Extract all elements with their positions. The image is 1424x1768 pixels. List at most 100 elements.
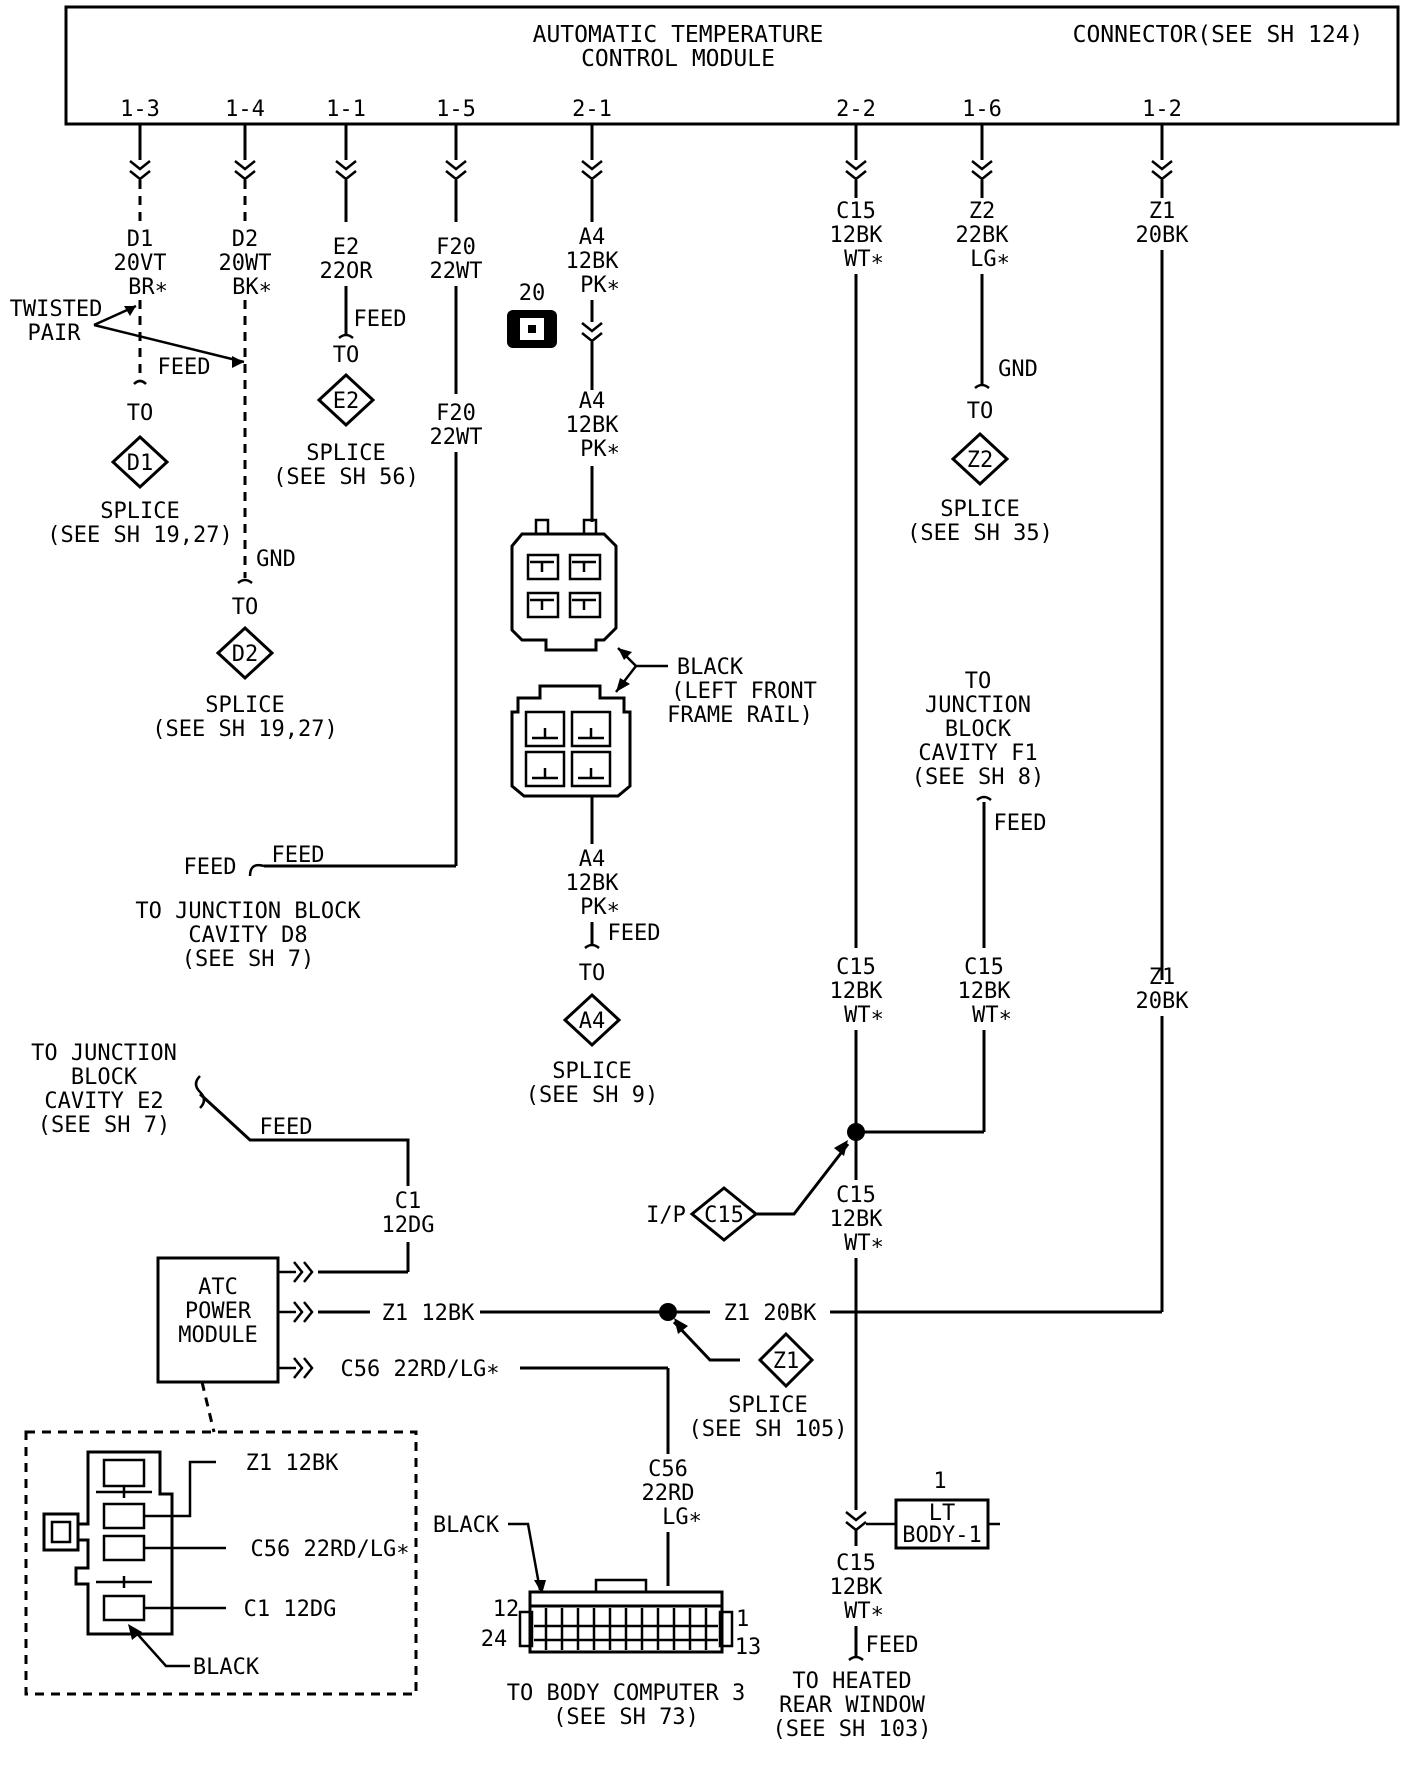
body-comp-2: (SEE SH 73) bbox=[553, 1705, 699, 1730]
c56-wire-1: C56 bbox=[648, 1457, 688, 1482]
body-computer-connector-icon bbox=[518, 1578, 734, 1654]
c15-wire-12: WT∗ bbox=[844, 1599, 884, 1624]
pin-1-4: 1-4 bbox=[225, 97, 265, 122]
a4-wire-6: PK∗ bbox=[580, 437, 620, 462]
e2-to: TO bbox=[333, 343, 360, 368]
pin-2-2: 2-2 bbox=[836, 97, 876, 122]
d2-gnd: GND bbox=[256, 547, 296, 572]
twisted-label: TWISTED bbox=[10, 297, 103, 322]
c1-wire-2: 12DG bbox=[382, 1213, 435, 1238]
c56-wire-3: LG∗ bbox=[662, 1505, 702, 1530]
c15-wire-11: 12BK bbox=[830, 1575, 884, 1600]
splice-d1-icon: D1 bbox=[110, 434, 170, 490]
body-black-label: BLACK bbox=[433, 1513, 500, 1538]
svg-text:Z1: Z1 bbox=[773, 1349, 800, 1374]
jb-f1-4: CAVITY F1 bbox=[918, 741, 1037, 766]
black-label-1: BLACK bbox=[677, 655, 744, 680]
splice-d2-icon: D2 bbox=[215, 625, 275, 681]
a4-feed: FEED bbox=[608, 921, 661, 946]
e2-splice-ref: (SEE SH 56) bbox=[273, 465, 419, 490]
pin-1-2: 1-2 bbox=[1142, 97, 1182, 122]
a4-wire-5: 12BK bbox=[566, 413, 620, 438]
d1-splice-ref: (SEE SH 19,27) bbox=[47, 523, 232, 548]
pair-label: PAIR bbox=[28, 321, 82, 346]
d2-splice-ref: (SEE SH 19,27) bbox=[152, 717, 337, 742]
z2-splice-label: SPLICE bbox=[940, 497, 1019, 522]
module-title-1: AUTOMATIC TEMPERATURE bbox=[533, 22, 824, 48]
lt-body-connector bbox=[894, 1498, 1000, 1550]
a4-wire-8: 12BK bbox=[566, 871, 620, 896]
heated-2: REAR WINDOW bbox=[779, 1693, 925, 1718]
c15b-wire-3: WT∗ bbox=[972, 1003, 1012, 1028]
lt-body-1: LT bbox=[929, 1501, 956, 1526]
d2-wire-3: BK∗ bbox=[232, 275, 272, 300]
a4-wire-7: A4 bbox=[579, 847, 606, 872]
c15-wire-7: C15 bbox=[836, 1183, 876, 1208]
svg-text:D2: D2 bbox=[232, 642, 259, 667]
atc-label-3: MODULE bbox=[178, 1323, 257, 1348]
lower-connector-icon bbox=[510, 684, 632, 798]
left-front-1: (LEFT FRONT bbox=[671, 679, 817, 704]
svg-text:E2: E2 bbox=[333, 389, 360, 414]
pin-1-1: 1-1 bbox=[326, 97, 366, 122]
e2-splice-label: SPLICE bbox=[306, 441, 385, 466]
c1-wire-1: C1 bbox=[395, 1189, 422, 1214]
a4-to: TO bbox=[579, 961, 606, 986]
f20-feed-2: FEED bbox=[184, 855, 237, 880]
connector-ref: CONNECTOR(SEE SH 124) bbox=[1073, 22, 1364, 48]
f20-wire-3: F20 bbox=[436, 401, 476, 426]
lt-body-number: 1 bbox=[933, 1469, 946, 1494]
c15-wire-5: 12BK bbox=[830, 979, 884, 1004]
splice-c15-icon: C15 bbox=[689, 1186, 759, 1242]
a4-splice-ref: (SEE SH 9) bbox=[526, 1083, 658, 1108]
e2-wire-2: 22OR bbox=[320, 259, 374, 284]
c15-wire-4: C15 bbox=[836, 955, 876, 980]
jb-d8-3: (SEE SH 7) bbox=[182, 947, 314, 972]
pin-12-label: 12 bbox=[493, 1597, 520, 1622]
svg-text:D1: D1 bbox=[127, 451, 154, 476]
a4-wire-3: PK∗ bbox=[580, 273, 620, 298]
d1-wire-3: BR∗ bbox=[128, 275, 168, 300]
jb-f1-1: TO bbox=[965, 669, 992, 694]
z2-wire-3: LG∗ bbox=[970, 247, 1010, 272]
c15-feed: FEED bbox=[866, 1633, 919, 1658]
c15-wire-9: WT∗ bbox=[844, 1231, 884, 1256]
body-comp-1: TO BODY COMPUTER 3 bbox=[507, 1681, 745, 1706]
c15-wire-2: 12BK bbox=[830, 223, 884, 248]
inset-black-label: BLACK bbox=[193, 1655, 260, 1680]
d2-splice-label: SPLICE bbox=[205, 693, 284, 718]
c56-label: C56 22RD/LG∗ bbox=[341, 1357, 500, 1382]
z1-wire-4: 20BK bbox=[1136, 989, 1190, 1014]
z2-gnd: GND bbox=[998, 357, 1038, 382]
d1-wire-2: 20VT bbox=[114, 251, 167, 276]
pin-2-1: 2-1 bbox=[572, 97, 612, 122]
d2-to: TO bbox=[232, 595, 259, 620]
heated-3: (SEE SH 103) bbox=[773, 1717, 932, 1742]
a4-splice-label: SPLICE bbox=[552, 1059, 631, 1084]
splice-z2-icon: Z2 bbox=[950, 431, 1010, 487]
atc-label-2: POWER bbox=[185, 1299, 252, 1324]
jb-e2-2: BLOCK bbox=[71, 1065, 138, 1090]
svg-text:C15: C15 bbox=[704, 1203, 744, 1228]
d1-wire-1: D1 bbox=[127, 227, 154, 252]
z1-junction-dot bbox=[659, 1303, 677, 1321]
splice-a4-icon: A4 bbox=[562, 992, 622, 1048]
pin-24-label: 24 bbox=[481, 1627, 508, 1652]
c15-wire-3: WT∗ bbox=[844, 247, 884, 272]
pin-1-3: 1-3 bbox=[120, 97, 160, 122]
z1-20bk-label: Z1 20BK bbox=[724, 1301, 817, 1326]
atc-label-1: ATC bbox=[198, 1275, 238, 1300]
left-front-2: FRAME RAIL) bbox=[667, 703, 813, 728]
a4-wire-9: PK∗ bbox=[580, 895, 620, 920]
jb-f1-2: JUNCTION bbox=[925, 693, 1031, 718]
f20-wire-1: F20 bbox=[436, 235, 476, 260]
c15-wire-8: 12BK bbox=[830, 1207, 884, 1232]
connector-20-icon bbox=[507, 310, 557, 348]
svg-text:Z2: Z2 bbox=[967, 448, 994, 473]
z1-splice-ref: (SEE SH 105) bbox=[689, 1417, 848, 1442]
jb-d8-1: TO JUNCTION BLOCK bbox=[135, 899, 361, 924]
atc-power-module-box bbox=[156, 1256, 280, 1384]
f1-feed: FEED bbox=[994, 811, 1047, 836]
f20-feed-1: FEED bbox=[272, 843, 325, 868]
